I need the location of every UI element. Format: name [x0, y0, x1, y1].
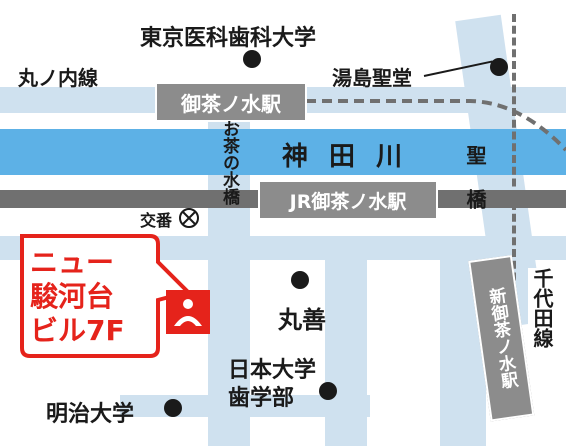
kanda-river: [0, 129, 566, 175]
police-box-icon: [179, 208, 199, 228]
landmark-dot-icon: [164, 399, 182, 417]
landmark-dot-icon: [243, 50, 261, 68]
label-shin-ochanomizu: 新御茶ノ水駅: [484, 286, 519, 391]
label-nihon-univ-2: 歯学部: [228, 386, 295, 411]
label-tokyo-medical-dental: 東京医科歯科大学: [140, 26, 317, 51]
label-yushima-seido: 湯島聖堂: [332, 66, 412, 90]
road-south-2: [120, 395, 370, 417]
label-ochanomizu-bridge: お茶の水橋: [219, 120, 239, 205]
chiyoda-line-route: [512, 14, 516, 304]
station-jr-ochanomizu: JR御茶ノ水駅: [258, 180, 438, 220]
building-logo-icon: [166, 290, 210, 334]
label-meiji-univ: 明治大学: [46, 402, 135, 427]
label-police-box: 交番: [140, 211, 173, 230]
label-maruzen: 丸善: [278, 306, 326, 334]
destination-name-line3: ビル7F: [30, 314, 125, 347]
label-marunouchi-line: 丸ノ内線: [18, 66, 98, 90]
label-hijiri-bridge: 聖 橋: [463, 145, 487, 209]
destination-name-line2: 駿河台: [30, 280, 115, 313]
landmark-dot-icon: [291, 271, 309, 289]
label-chiyoda-line: 千代田線: [528, 268, 556, 348]
label-nihon-univ-1: 日本大学: [228, 358, 317, 383]
station-ochanomizu-metro: 御茶ノ水駅: [155, 82, 307, 122]
landmark-dot-icon: [490, 58, 508, 76]
label-kanda-river: 神 田 川: [282, 142, 409, 172]
destination-name-line1: ニュー: [30, 246, 115, 279]
landmark-dot-icon: [319, 382, 337, 400]
